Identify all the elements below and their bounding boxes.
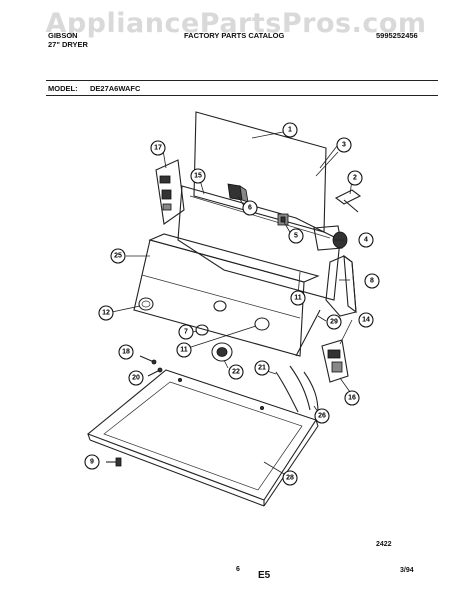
leader-lines bbox=[111, 131, 353, 475]
svg-text:25: 25 bbox=[114, 253, 122, 260]
model-value: DE27A6WAFC bbox=[90, 84, 141, 93]
callout-6: 6 bbox=[242, 200, 258, 216]
part-screw-9 bbox=[106, 457, 122, 467]
svg-text:6: 6 bbox=[248, 205, 252, 212]
callout-17: 17 bbox=[150, 140, 166, 156]
callout-28: 28 bbox=[282, 470, 298, 486]
svg-text:3: 3 bbox=[342, 142, 346, 149]
callout-29: 29 bbox=[326, 314, 342, 330]
header-rule-bottom bbox=[46, 95, 438, 96]
svg-text:8: 8 bbox=[370, 278, 374, 285]
callout-25: 25 bbox=[110, 248, 126, 264]
part-clip bbox=[334, 189, 362, 213]
callout-5: 5 bbox=[288, 228, 304, 244]
svg-text:4: 4 bbox=[364, 237, 368, 244]
part-rod bbox=[295, 309, 321, 357]
svg-text:2: 2 bbox=[353, 175, 357, 182]
callout-22: 22 bbox=[228, 364, 244, 380]
callout-15: 15 bbox=[190, 168, 206, 184]
svg-text:14: 14 bbox=[362, 317, 370, 324]
svg-text:12: 12 bbox=[102, 310, 110, 317]
callout-11-lower: 11 bbox=[176, 342, 192, 358]
page-number: 6 bbox=[236, 566, 240, 573]
part-console-front bbox=[133, 233, 320, 357]
callout-3: 3 bbox=[336, 137, 352, 153]
part-knob-small bbox=[213, 300, 227, 312]
watermark: AppliancePartsPros.com bbox=[45, 8, 427, 39]
svg-text:5: 5 bbox=[294, 233, 298, 240]
drawing-number: 2422 bbox=[376, 541, 392, 548]
header-rule-top bbox=[46, 80, 438, 81]
svg-text:9: 9 bbox=[90, 459, 94, 466]
part-screw-18 bbox=[139, 355, 157, 365]
svg-text:15: 15 bbox=[194, 173, 202, 180]
part-knob-23 bbox=[211, 342, 233, 362]
part-wire-harness bbox=[275, 365, 319, 413]
part-top-cover bbox=[86, 369, 319, 507]
callout-1: 1 bbox=[282, 122, 298, 138]
svg-text:17: 17 bbox=[154, 145, 162, 152]
svg-text:21: 21 bbox=[258, 365, 266, 372]
callout-18: 18 bbox=[118, 344, 134, 360]
catalog-title: FACTORY PARTS CATALOG bbox=[184, 31, 285, 40]
svg-text:16: 16 bbox=[348, 395, 356, 402]
part-timer bbox=[227, 183, 249, 203]
callout-11-upper: 11 bbox=[290, 290, 306, 306]
svg-text:1: 1 bbox=[288, 127, 292, 134]
callout-26: 26 bbox=[314, 408, 330, 424]
model-label: MODEL: bbox=[48, 84, 78, 93]
date-label: 3/94 bbox=[400, 567, 414, 574]
section-label: E5 bbox=[258, 570, 271, 581]
brand-label: GIBSON bbox=[48, 31, 78, 40]
callout-14: 14 bbox=[358, 312, 374, 328]
callout-16: 16 bbox=[344, 390, 360, 406]
svg-text:28: 28 bbox=[286, 475, 294, 482]
svg-text:11: 11 bbox=[180, 347, 188, 354]
callout-4: 4 bbox=[358, 232, 374, 248]
part-knob-12 bbox=[138, 297, 154, 311]
part-knob-timer bbox=[254, 317, 270, 331]
svg-text:18: 18 bbox=[122, 349, 130, 356]
product-label: 27" DRYER bbox=[48, 40, 88, 49]
part-door-switch bbox=[321, 339, 349, 383]
callout-2: 2 bbox=[347, 170, 363, 186]
svg-text:20: 20 bbox=[132, 375, 140, 382]
svg-text:26: 26 bbox=[318, 413, 326, 420]
callout-8: 8 bbox=[364, 273, 380, 289]
callout-20: 20 bbox=[128, 370, 144, 386]
catalog-number: 5995252456 bbox=[376, 31, 418, 40]
callout-7: 7 bbox=[178, 324, 194, 340]
part-console-back-panel bbox=[193, 111, 327, 233]
part-switch bbox=[277, 213, 289, 226]
callout-12: 12 bbox=[98, 305, 114, 321]
part-screw-20 bbox=[147, 367, 163, 377]
callout-21: 21 bbox=[254, 360, 270, 376]
part-knob-7 bbox=[195, 324, 209, 336]
svg-text:7: 7 bbox=[184, 329, 188, 336]
part-control-mounting-plate bbox=[177, 185, 341, 301]
svg-text:22: 22 bbox=[232, 369, 240, 376]
svg-text:11: 11 bbox=[294, 295, 302, 302]
svg-text:29: 29 bbox=[330, 319, 338, 326]
part-right-endcap bbox=[325, 254, 357, 317]
part-left-endcap bbox=[155, 159, 185, 225]
callout-9: 9 bbox=[84, 454, 100, 470]
